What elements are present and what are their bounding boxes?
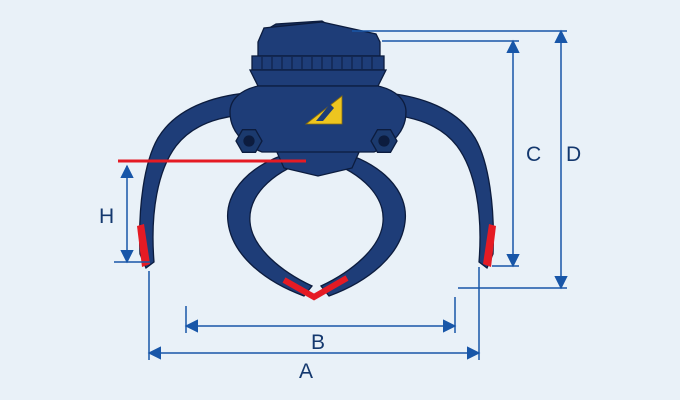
dimension-label-c: C [526, 143, 542, 166]
grapple-tine-inner-left [226, 149, 314, 297]
pivot-nut-left-center [243, 135, 255, 147]
grapple-arm-outer-left [139, 91, 287, 270]
dimension-label-b: B [311, 331, 326, 354]
dimension-label-h: H [99, 205, 115, 228]
dimension-label-d: D [566, 143, 582, 166]
wear-tip-right [483, 224, 496, 267]
dimension-label-a: A [299, 360, 314, 383]
pivot-nut-right-center [378, 135, 390, 147]
rotator-hatch-lines [261, 57, 373, 69]
brand-logo [304, 95, 343, 125]
wear-tip-center [282, 275, 349, 301]
wear-tip-left [137, 224, 150, 267]
